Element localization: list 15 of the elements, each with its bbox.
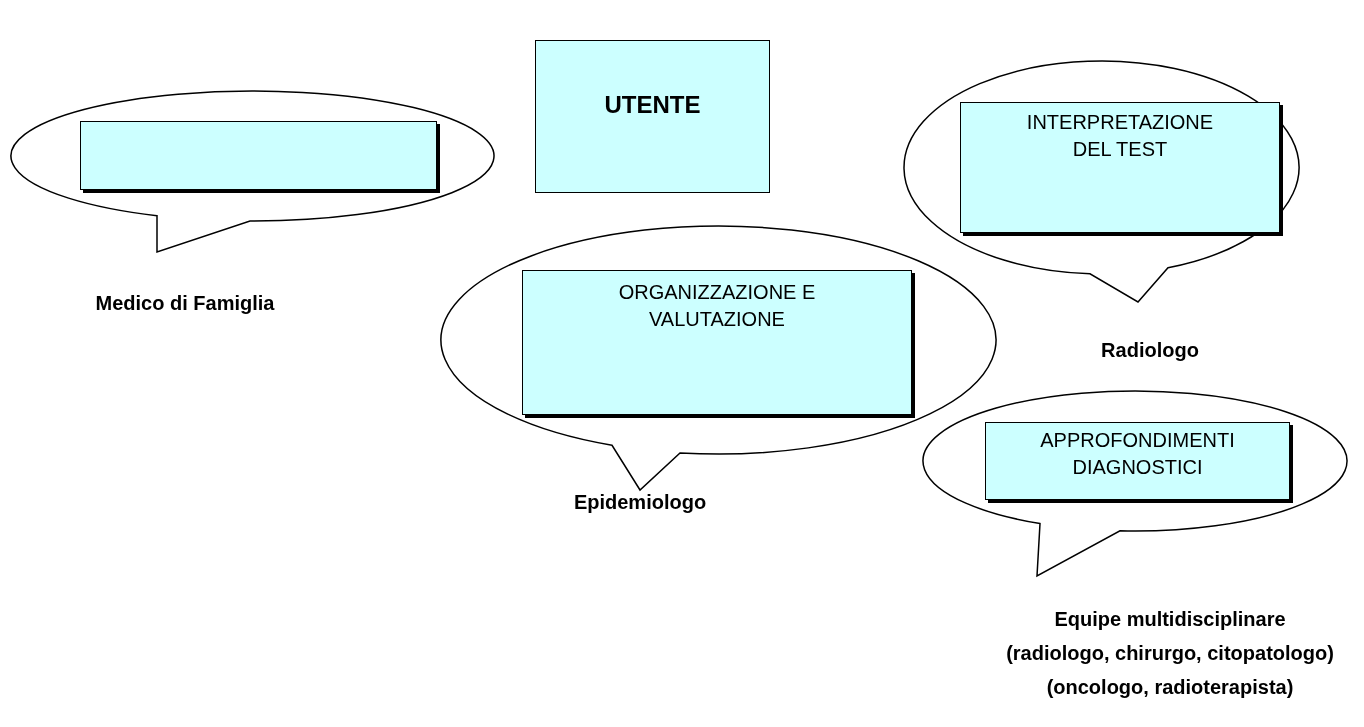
role-label: Epidemiologo (573, 490, 707, 515)
process-box (522, 270, 912, 415)
role-label: (oncologo, radioterapista) (1046, 675, 1294, 700)
role-label: Medico di Famiglia (95, 291, 275, 316)
role-label: Equipe multidisciplinare (1054, 607, 1286, 632)
role-label: Radiologo (1101, 338, 1199, 363)
process-box (985, 422, 1290, 500)
process-box (960, 102, 1280, 233)
process-box (80, 121, 437, 190)
role-label: (radiologo, chirurgo, citopatologo) (1006, 641, 1334, 666)
box-text: INTERPRETAZIONE DEL TEST (1025, 110, 1215, 162)
box-text: APPROFONDIMENTI DIAGNOSTICI (1039, 428, 1236, 480)
process-box (535, 40, 770, 193)
box-text: ORGANIZZAZIONE E VALUTAZIONE (617, 280, 817, 332)
title-text: UTENTE (603, 90, 702, 120)
